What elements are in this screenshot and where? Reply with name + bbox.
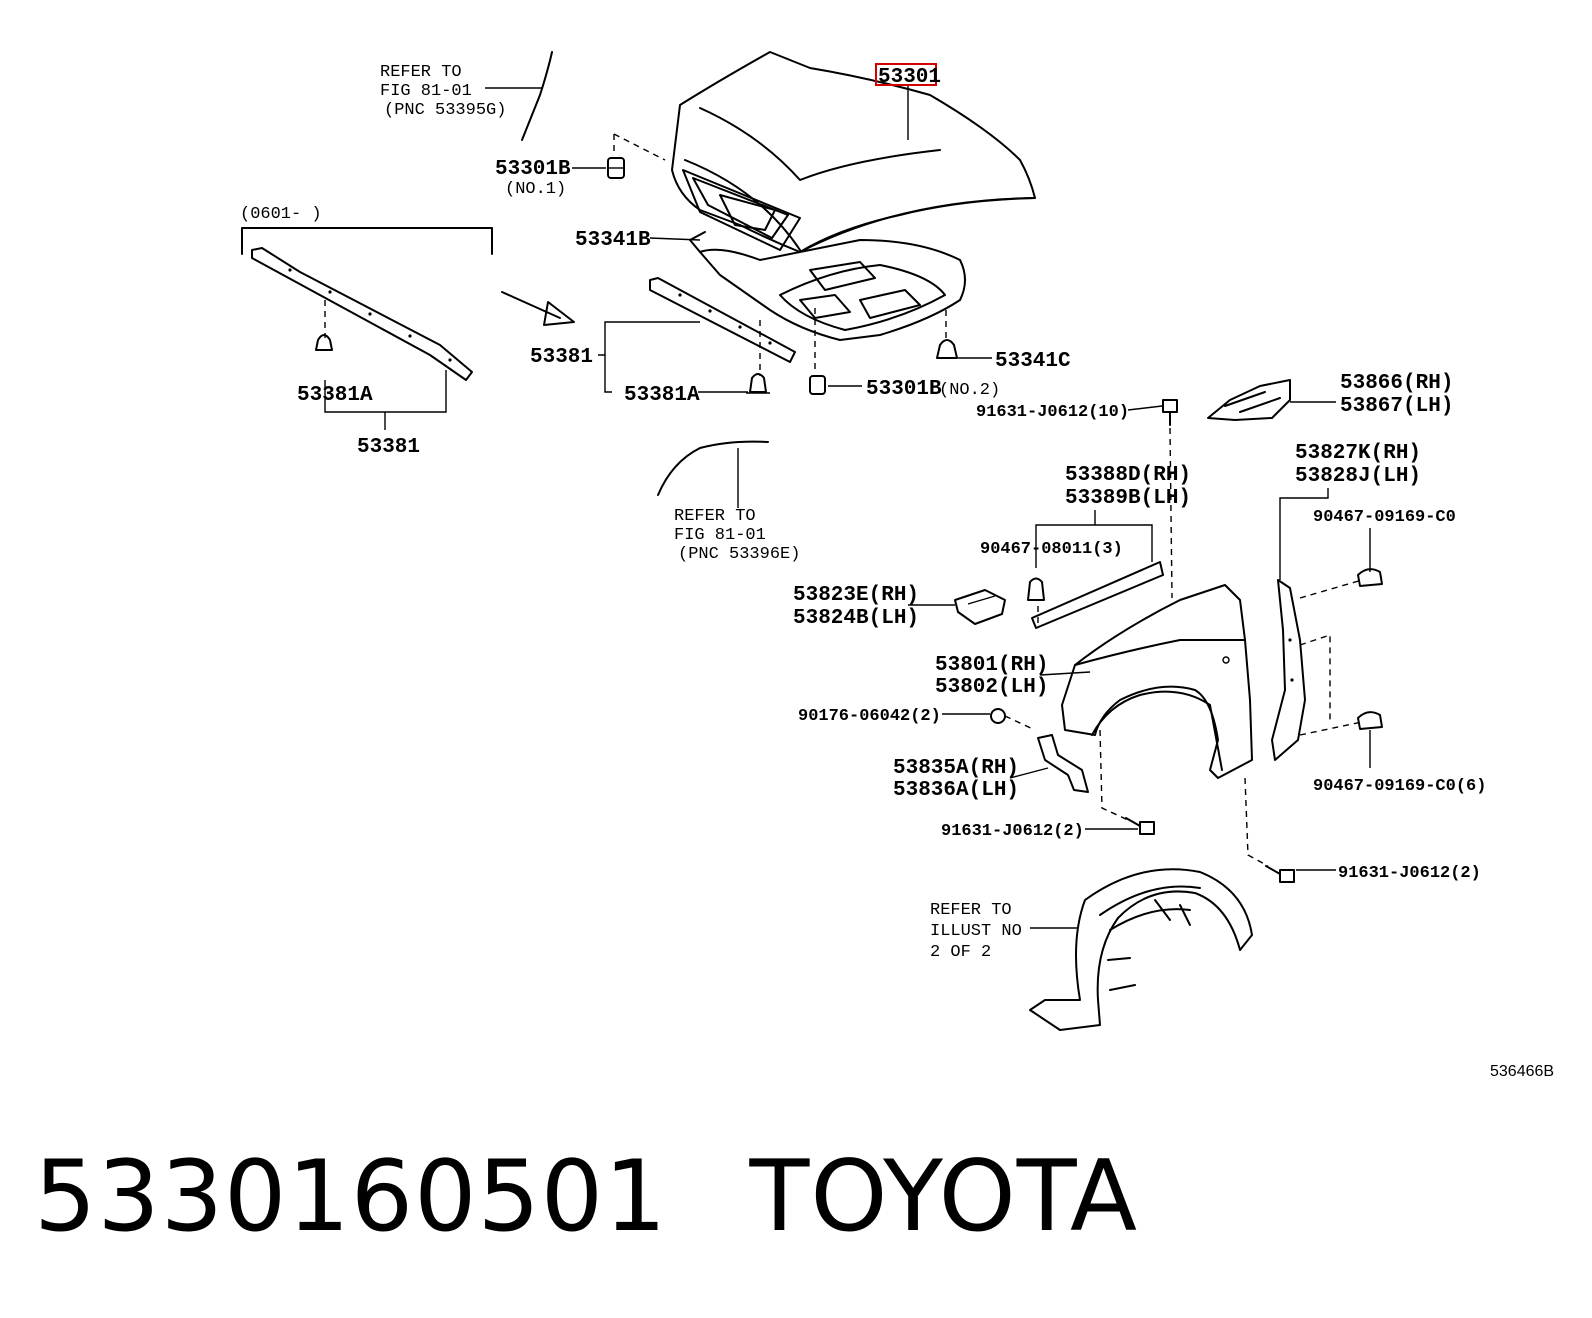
part-label-53824b[interactable]: 53824B(LH) xyxy=(793,607,919,630)
clip-53341c[interactable] xyxy=(936,339,958,359)
part-label-53301[interactable]: 53301 xyxy=(878,66,941,89)
alignment-dashes xyxy=(324,133,1363,867)
part-label-53802[interactable]: 53802(LH) xyxy=(935,676,1048,699)
fender-seal-upper[interactable] xyxy=(1207,379,1291,421)
hood-rear-seal-left[interactable] xyxy=(251,247,473,381)
hood-insulator[interactable] xyxy=(689,231,966,341)
brand-name: TOYOTA xyxy=(749,1140,1139,1254)
refer-label-2-line2: FIG 81-01 xyxy=(674,526,766,545)
fender-mounting-bracket[interactable] xyxy=(1037,734,1089,793)
part-label-53301b-no2[interactable]: 53301B xyxy=(866,378,942,401)
clip-90467-08011[interactable] xyxy=(1027,577,1045,601)
part-label-53341c[interactable]: 53341C xyxy=(995,350,1071,373)
refer-label-3-line3: 2 OF 2 xyxy=(930,943,991,962)
refer-label-2-line3: (PNC 53396E) xyxy=(678,545,800,564)
part-label-91631-2-a[interactable]: 91631-J0612(2) xyxy=(941,822,1084,841)
part-label-53828j[interactable]: 53828J(LH) xyxy=(1295,465,1421,488)
part-label-90467-08011[interactable]: 90467-08011(3) xyxy=(980,540,1123,559)
part-label-53388d[interactable]: 53388D(RH) xyxy=(1065,464,1191,487)
part-label-53301b-no2-note: (NO.2) xyxy=(939,381,1000,400)
bolt-91631-10[interactable] xyxy=(1162,399,1178,426)
clip-90467-09169-top[interactable] xyxy=(1357,568,1383,587)
hood-seal-front[interactable] xyxy=(521,51,553,141)
refer-label-3-line2: ILLUST NO xyxy=(930,922,1022,941)
part-label-53801[interactable]: 53801(RH) xyxy=(935,654,1048,677)
part-label-53301b-no1[interactable]: 53301B xyxy=(495,158,571,181)
part-label-91631-2-b[interactable]: 91631-J0612(2) xyxy=(1338,864,1481,883)
part-label-91631-10[interactable]: 91631-J0612(10) xyxy=(976,403,1129,422)
hood-cushion-no2[interactable] xyxy=(809,375,826,395)
front-fender-panel[interactable] xyxy=(1061,584,1253,779)
part-number: 5330160501 xyxy=(34,1140,668,1254)
leader-lines xyxy=(324,84,1371,929)
part-label-53381a-mid[interactable]: 53381A xyxy=(624,384,700,407)
part-label-53389b[interactable]: 53389B(LH) xyxy=(1065,487,1191,510)
nut-90176[interactable] xyxy=(990,708,1006,724)
clip-53381a-mid[interactable] xyxy=(746,373,770,394)
refer-label-1-line3: (PNC 53395G) xyxy=(384,101,506,120)
fender-wheel-liner[interactable] xyxy=(1029,868,1253,1031)
fender-seal-strip[interactable] xyxy=(1031,561,1164,629)
part-label-53381-left[interactable]: 53381 xyxy=(357,436,420,459)
part-label-53866[interactable]: 53866(RH) xyxy=(1340,372,1453,395)
refer-label-1-line2: FIG 81-01 xyxy=(380,82,472,101)
part-label-53823e[interactable]: 53823E(RH) xyxy=(793,584,919,607)
part-label-53827k[interactable]: 53827K(RH) xyxy=(1295,442,1421,465)
footer-caption: 5330160501 TOYOTA xyxy=(34,1140,1220,1254)
refer-label-3-line1: REFER TO xyxy=(930,901,1012,920)
bolt-91631-2-a[interactable] xyxy=(1125,817,1155,835)
range-label: (0601- ) xyxy=(240,205,322,224)
bolt-91631-2-b[interactable] xyxy=(1265,865,1295,883)
part-label-53867[interactable]: 53867(LH) xyxy=(1340,395,1453,418)
part-label-53835a[interactable]: 53835A(RH) xyxy=(893,757,1019,780)
part-label-53301b-no1-note: (NO.1) xyxy=(505,180,566,199)
range-bracket xyxy=(241,227,493,255)
part-label-53836a[interactable]: 53836A(LH) xyxy=(893,779,1019,802)
refer-label-1-line1: REFER TO xyxy=(380,63,462,82)
highlight-box xyxy=(875,63,937,86)
part-label-90176[interactable]: 90176-06042(2) xyxy=(798,707,941,726)
part-label-90467-top[interactable]: 90467-09169-C0 xyxy=(1313,508,1456,527)
hood-rear-seal-mid[interactable] xyxy=(649,277,796,363)
direction-arrow xyxy=(501,291,575,326)
clip-90467-09169-bottom[interactable] xyxy=(1357,711,1383,730)
hood-panel[interactable] xyxy=(671,51,1036,253)
fender-liner-bracket[interactable] xyxy=(954,589,1006,625)
part-label-53381a-left[interactable]: 53381A xyxy=(297,384,373,407)
figure-code: 536466B xyxy=(1490,1063,1554,1080)
clip-53381a-left[interactable] xyxy=(315,334,333,351)
fender-inner-liner-strip[interactable] xyxy=(1271,579,1306,761)
part-label-53341b[interactable]: 53341B xyxy=(575,229,651,252)
refer-label-2-line1: REFER TO xyxy=(674,507,756,526)
hood-cushion-no1[interactable] xyxy=(607,157,625,179)
part-label-90467-bottom[interactable]: 90467-09169-C0(6) xyxy=(1313,777,1486,796)
part-label-53381-mid[interactable]: 53381 xyxy=(530,346,593,369)
